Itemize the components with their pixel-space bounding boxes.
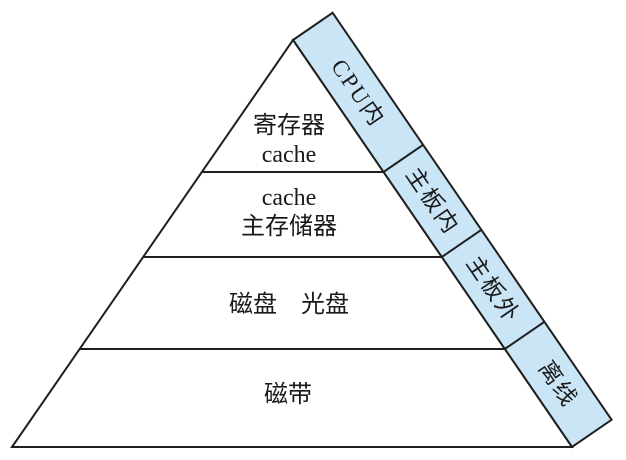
band-divider-2 — [441, 228, 482, 258]
band-divider-3 — [504, 320, 545, 350]
level-label-cache-second: cache — [262, 185, 317, 211]
band-divider-1 — [382, 143, 424, 173]
level-label-tape: 磁带 — [264, 381, 312, 408]
level-label-disk-optical: 磁盘 光盘 — [229, 291, 349, 318]
pyramid-outline — [10, 38, 574, 448]
level-label-registers: 寄存器 — [253, 112, 325, 139]
level-label-main-memory: 主存储器 — [241, 213, 337, 240]
level-label-cache-top: cache — [262, 142, 317, 168]
